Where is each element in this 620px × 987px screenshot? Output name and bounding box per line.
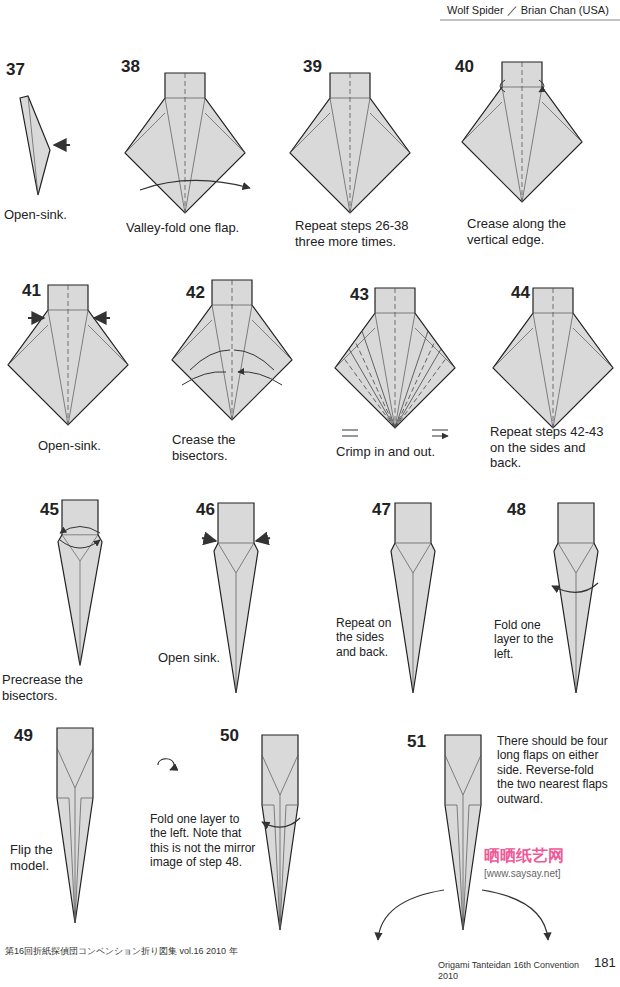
step-caption: Fold one layer to the left. Note that th…	[150, 812, 256, 870]
step-caption: Repeat steps 42-43 on the sides and back…	[490, 424, 615, 471]
step-number: 42	[186, 283, 205, 303]
step-caption: Repeat steps 26-38 three more times.	[295, 218, 420, 249]
watermark: [www.saysay.net]	[484, 868, 561, 880]
step-number: 38	[121, 57, 140, 77]
watermark: 晒晒纸艺网	[484, 846, 564, 865]
step-caption: Open-sink.	[38, 438, 128, 454]
step-number: 37	[6, 60, 25, 80]
step-number: 47	[372, 500, 391, 520]
step-number: 51	[407, 732, 426, 752]
step-caption: Flip the model.	[10, 842, 65, 873]
step-caption: Crease the bisectors.	[172, 432, 272, 463]
step-caption: Repeat on the sides and back.	[336, 616, 398, 659]
page-title: Wolf Spider ／ Brian Chan (USA)	[447, 4, 609, 17]
footer-text: Origami Tanteidan 16th Convention 2010	[438, 960, 588, 982]
page-number: 181	[594, 955, 616, 971]
step-number: 49	[14, 726, 33, 746]
step-number: 44	[511, 283, 530, 303]
step-number: 39	[303, 57, 322, 77]
step-number: 40	[455, 57, 474, 77]
step-caption: Crease along the vertical edge.	[467, 216, 602, 247]
step-number: 45	[40, 500, 59, 520]
step-number: 50	[220, 726, 239, 746]
step-caption: There should be four long flaps on eithe…	[497, 734, 613, 806]
step-caption: Open sink.	[158, 650, 228, 666]
step-number: 41	[22, 281, 41, 301]
step-caption: Crimp in and out.	[336, 444, 466, 460]
step-caption: Valley-fold one flap.	[126, 220, 241, 236]
step-caption: Fold one layer to the left.	[494, 618, 564, 661]
footer-text: 第16回折紙探偵団コンベンション折り図集 vol.16 2010 年	[5, 946, 425, 957]
step-number: 48	[507, 500, 526, 520]
step-number: 43	[350, 285, 369, 305]
step-caption: Open-sink.	[4, 207, 99, 223]
step-number: 46	[196, 500, 215, 520]
step-caption: Precrease the bisectors.	[2, 672, 97, 703]
